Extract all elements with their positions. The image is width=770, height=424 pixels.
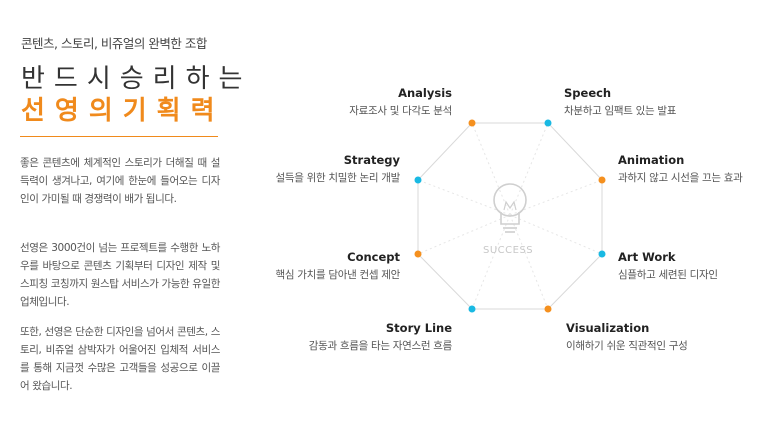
- node-desc: 감동과 흐름을 타는 자연스런 흐름: [308, 340, 453, 352]
- node-strategy: Strategy 설득을 위한 치밀한 논리 개발: [275, 152, 401, 186]
- orange-divider: [20, 136, 218, 137]
- node-desc: 핵심 가치를 담아낸 컨셉 제안: [275, 269, 401, 281]
- octagon-outline: [417, 122, 603, 310]
- lightbulb-icon: [493, 183, 527, 233]
- node-analysis: Analysis 자료조사 및 다각도 분석: [349, 85, 452, 119]
- node-desc: 설득을 위한 치밀한 논리 개발: [275, 172, 401, 184]
- node-title: Analysis: [398, 86, 452, 100]
- node-animation: Animation 과하지 않고 시선을 끄는 효과: [618, 152, 743, 186]
- success-label: SUCCESS: [483, 245, 534, 256]
- node-title: Strategy: [343, 153, 400, 167]
- node-speech: Speech 차분하고 임팩트 있는 발표: [564, 85, 676, 119]
- node-desc: 과하지 않고 시선을 끄는 효과: [618, 172, 743, 184]
- node-title: Visualization: [566, 321, 650, 335]
- node-title: Animation: [618, 153, 685, 167]
- node-desc: 차분하고 임팩트 있는 발표: [564, 105, 677, 117]
- node-art-work: Art Work 심플하고 세련된 디자인: [618, 249, 718, 283]
- node-title: Story Line: [385, 321, 452, 335]
- intro-paragraph-1: 좋은 콘텐츠에 체계적인 스토리가 더해질 때 설득력이 생겨나고, 여기에 한…: [20, 157, 220, 205]
- intro-paragraph-2: 선영은 3000건이 넘는 프로젝트를 수행한 노하우를 바탕으로 콘텐츠 기획…: [20, 242, 220, 308]
- intro-eyebrow: 콘텐츠, 스토리, 비쥬얼의 완벽한 조합: [21, 36, 207, 51]
- node-desc: 자료조사 및 다각도 분석: [349, 105, 452, 117]
- node-title: Art Work: [618, 250, 676, 264]
- headline-line-1: 반드시승리하는: [21, 64, 252, 94]
- diagram-dots: [414, 119, 606, 313]
- node-desc: 이해하기 쉬운 직관적인 구성: [566, 340, 688, 352]
- node-title: Concept: [347, 250, 400, 264]
- headline-line-2: 선영의기획력: [21, 96, 225, 126]
- node-desc: 심플하고 세련된 디자인: [618, 269, 718, 281]
- diagram-spokes: [417, 122, 603, 310]
- node-title: Speech: [564, 86, 612, 100]
- intro-paragraph-3: 또한, 선영은 단순한 디자인을 넘어서 콘텐츠, 스토리, 비쥬얼 삼박자가 …: [20, 326, 220, 392]
- node-story-line: Story Line 감동과 흐름을 타는 자연스런 흐름: [308, 320, 453, 354]
- node-visualization: Visualization 이해하기 쉬운 직관적인 구성: [566, 320, 688, 354]
- node-concept: Concept 핵심 가치를 담아낸 컨셉 제안: [275, 249, 401, 283]
